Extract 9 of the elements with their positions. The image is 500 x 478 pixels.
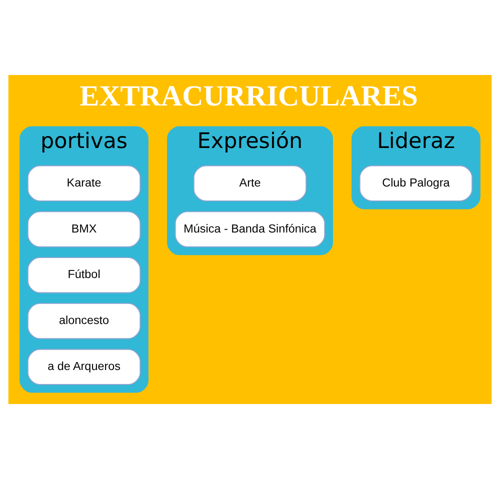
- node-box: Música - Banda Sinfónica: [174, 210, 326, 247]
- diagram-title: EXTRACURRICULARES: [80, 80, 418, 112]
- node-box: Fútbol: [27, 256, 141, 293]
- node-box: Arte: [193, 164, 307, 201]
- node-box: Club Palogra: [359, 164, 473, 201]
- node-box: aloncesto: [27, 302, 141, 339]
- node-box: BMX: [27, 210, 141, 247]
- node-box: Karate: [27, 164, 141, 201]
- node-box: a de Arqueros: [27, 348, 141, 384]
